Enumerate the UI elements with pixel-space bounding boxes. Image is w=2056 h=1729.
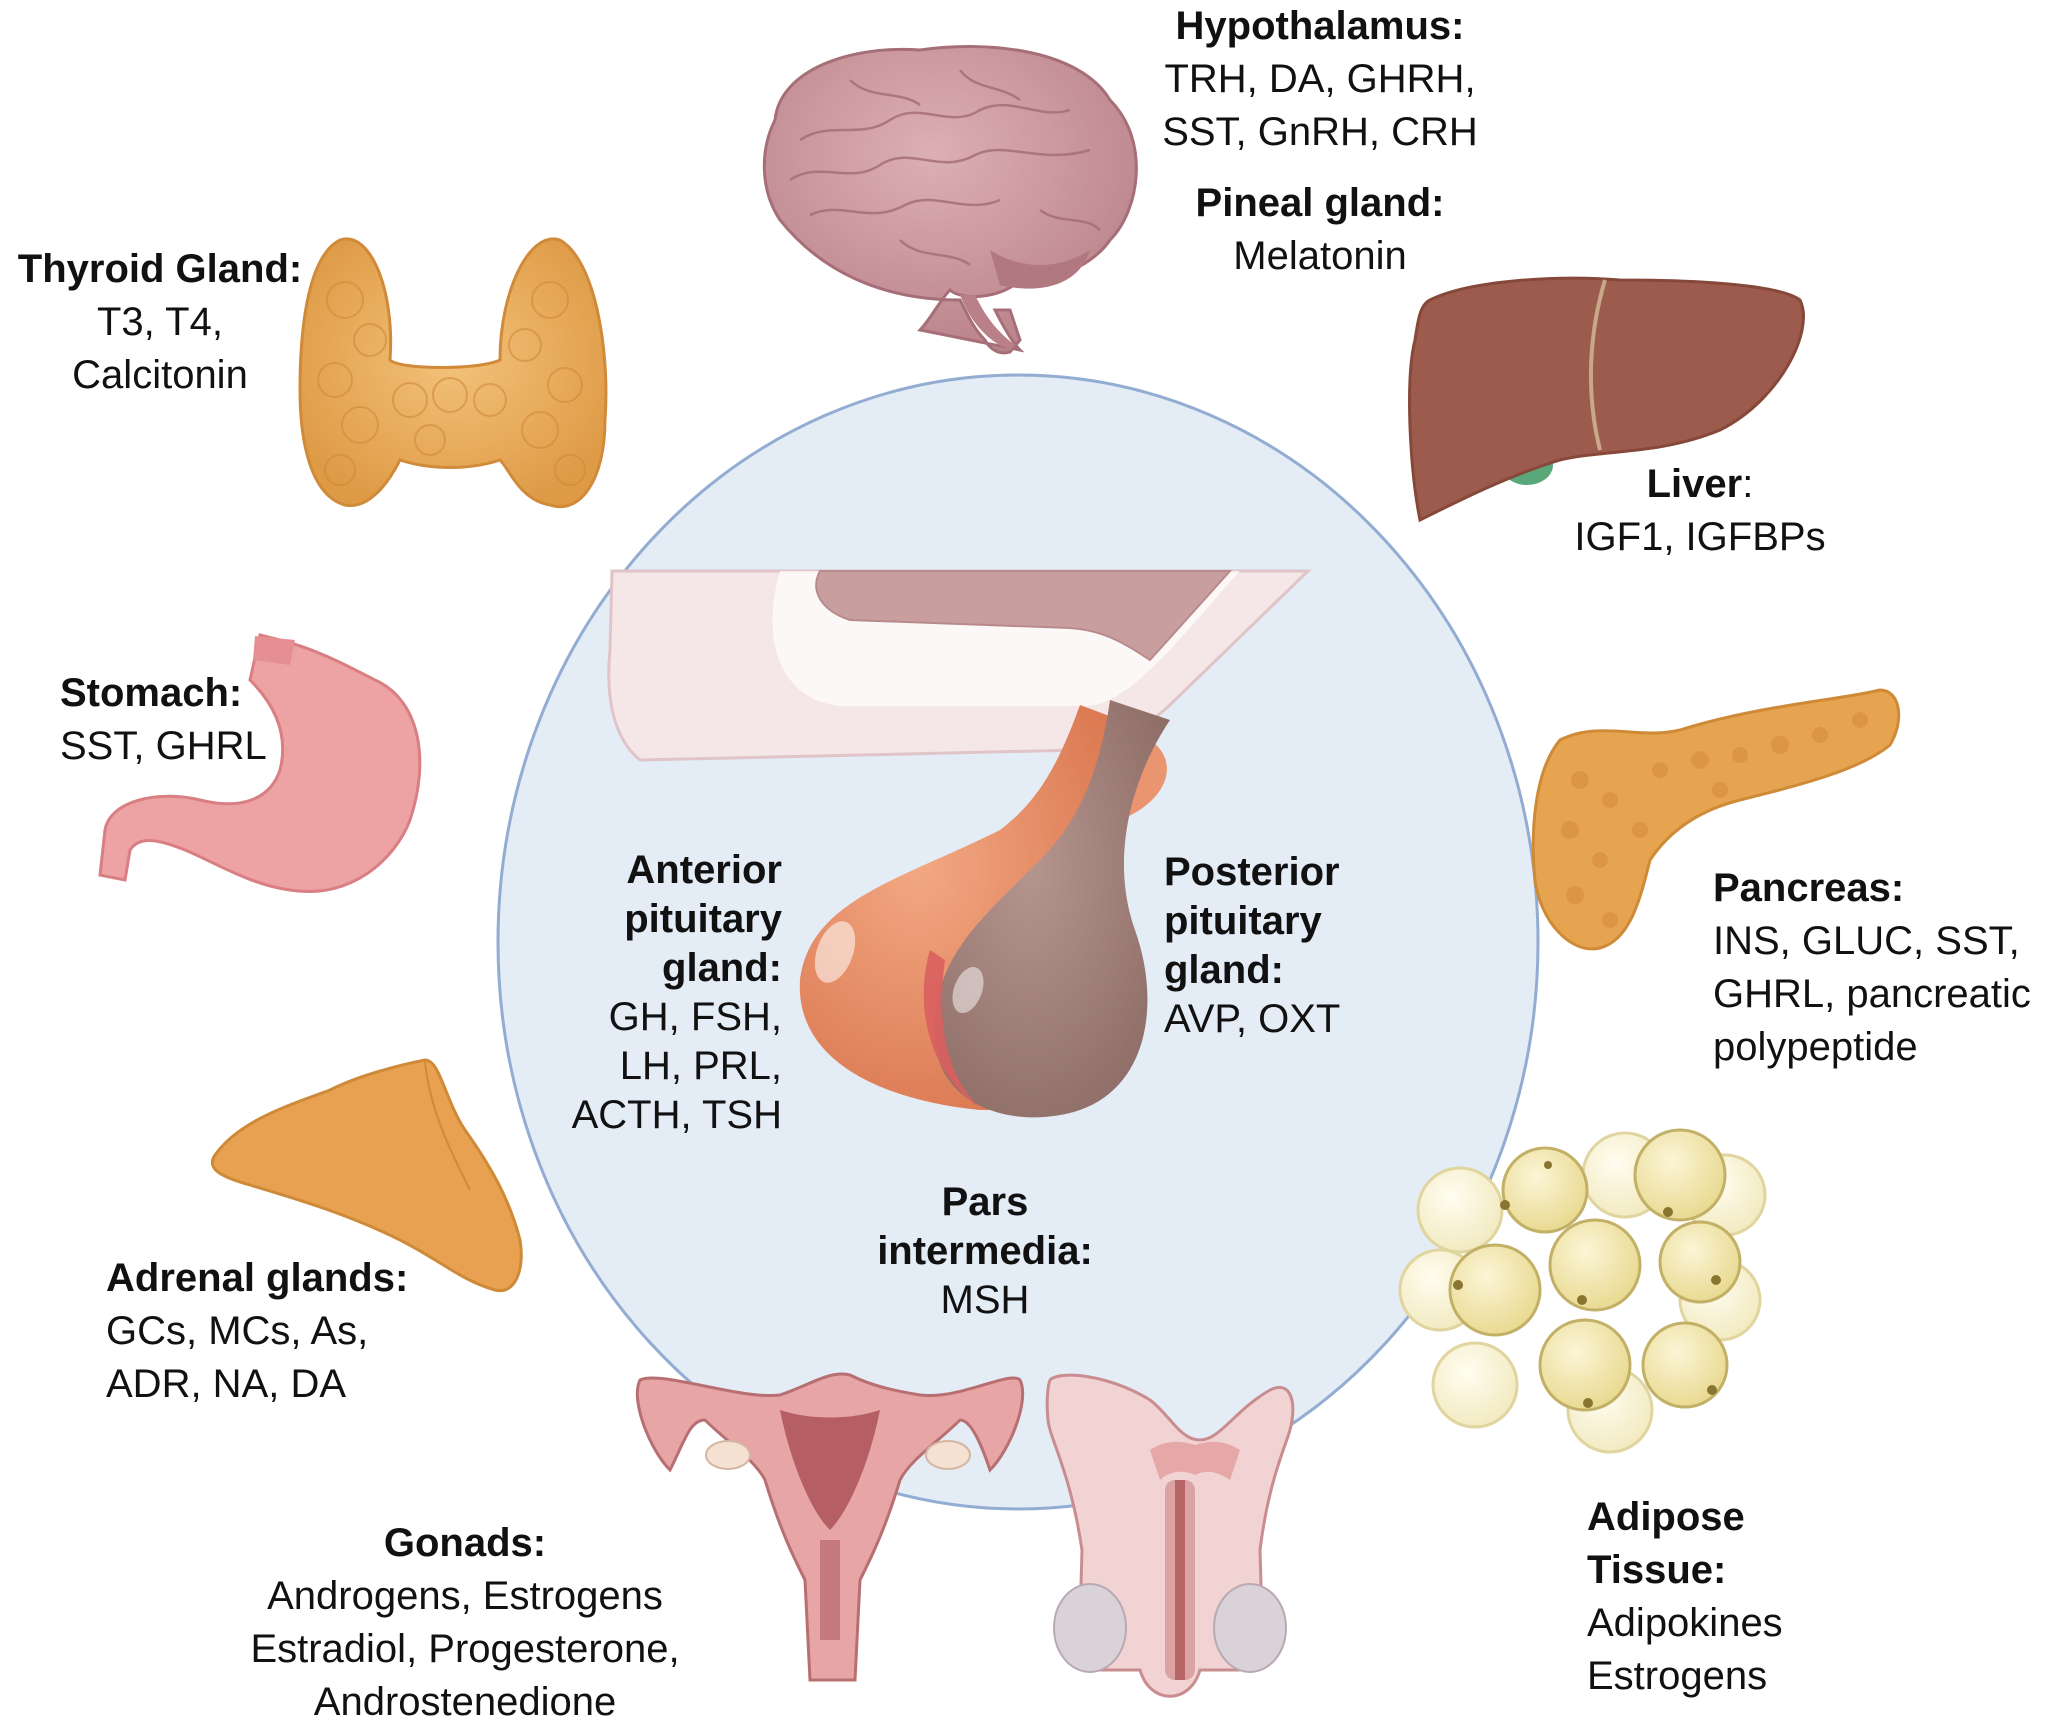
pars-intermedia-title-line-2: intermedia: bbox=[877, 1229, 1093, 1273]
stomach-label: Stomach: SST, GHRL bbox=[60, 667, 267, 773]
adipose-hormones-line-1: Adipokines bbox=[1587, 1601, 1783, 1645]
thyroid-illustration bbox=[298, 237, 608, 509]
pancreas-hormones-line-3: polypeptide bbox=[1713, 1025, 1918, 1069]
adipose-tissue-title-line-1: Adipose bbox=[1587, 1495, 1745, 1539]
posterior-pituitary-title-line-1: Posterior bbox=[1164, 850, 1340, 894]
brain-illustration bbox=[762, 45, 1138, 355]
gonads-hormones-line-3: Androstenedione bbox=[313, 1680, 617, 1724]
pars-intermedia-hormones: MSH bbox=[940, 1278, 1030, 1322]
pineal-gland-hormones: Melatonin bbox=[1233, 234, 1407, 278]
anterior-pituitary-hormones-line-3: ACTH, TSH bbox=[571, 1093, 782, 1137]
pancreas-title: Pancreas: bbox=[1713, 866, 1905, 910]
posterior-pituitary-title-line-3: gland: bbox=[1164, 948, 1284, 992]
hypothalamus-hormones-line-1: TRH, DA, GHRH, bbox=[1164, 57, 1476, 101]
liver-hormones: IGF1, IGFBPs bbox=[1574, 515, 1826, 559]
male-reproductive-illustration bbox=[1045, 1373, 1295, 1698]
posterior-pituitary-title-line-2: pituitary bbox=[1164, 899, 1322, 943]
gonads-hormones-line-2: Estradiol, Progesterone, bbox=[250, 1627, 680, 1671]
female-reproductive-illustration bbox=[635, 1372, 1025, 1682]
stomach-hormones: SST, GHRL bbox=[60, 724, 267, 768]
adrenal-glands-label: Adrenal glands: GCs, MCs, As, ADR, NA, D… bbox=[106, 1252, 408, 1411]
thyroid-gland-label: Thyroid Gland: T3, T4, Calcitonin bbox=[0, 243, 320, 402]
liver-title-colon: : bbox=[1742, 462, 1754, 506]
pineal-gland-label: Pineal gland: Melatonin bbox=[1140, 177, 1500, 283]
anterior-pituitary-title-line-1: Anterior bbox=[626, 848, 782, 892]
stomach-illustration bbox=[98, 633, 422, 893]
pancreas-illustration bbox=[1531, 688, 1901, 951]
liver-illustration bbox=[1408, 276, 1805, 523]
pituitary-gland-illustration bbox=[607, 569, 1312, 1118]
stomach-title: Stomach: bbox=[60, 671, 243, 715]
anterior-pituitary-hormones-line-2: LH, PRL, bbox=[619, 1044, 782, 1088]
pars-intermedia-title-line-1: Pars bbox=[941, 1180, 1029, 1224]
liver-title: Liver bbox=[1646, 462, 1743, 506]
hypothalamus-label: Hypothalamus: TRH, DA, GHRH, SST, GnRH, … bbox=[1140, 0, 1500, 159]
pancreas-hormones-line-1: INS, GLUC, SST, bbox=[1713, 919, 2020, 963]
gonads-title: Gonads: bbox=[383, 1521, 547, 1565]
pancreas-label: Pancreas: INS, GLUC, SST, GHRL, pancreat… bbox=[1713, 862, 2031, 1074]
anterior-pituitary-label: Anterior pituitary gland: GH, FSH, LH, P… bbox=[560, 846, 782, 1140]
anterior-pituitary-hormones-line-1: GH, FSH, bbox=[608, 995, 782, 1039]
hypothalamus-title: Hypothalamus: bbox=[1175, 4, 1465, 48]
adrenal-gland-illustration bbox=[211, 1058, 523, 1293]
adipose-tissue-label: Adipose Tissue: Adipokines Estrogens bbox=[1587, 1491, 1783, 1703]
thyroid-gland-title: Thyroid Gland: bbox=[17, 247, 303, 291]
adipose-hormones-line-2: Estrogens bbox=[1587, 1654, 1768, 1698]
hypothalamus-hormones-line-2: SST, GnRH, CRH bbox=[1162, 110, 1478, 154]
pineal-gland-title: Pineal gland: bbox=[1195, 181, 1445, 225]
posterior-pituitary-hormones: AVP, OXT bbox=[1164, 997, 1341, 1041]
adipose-tissue-title-line-2: Tissue: bbox=[1587, 1548, 1727, 1592]
gonads-hormones-line-1: Androgens, Estrogens bbox=[267, 1574, 663, 1618]
adipose-tissue-illustration bbox=[1398, 1128, 1767, 1454]
thyroid-hormones-line-2: Calcitonin bbox=[72, 353, 248, 397]
pancreas-hormones-line-2: GHRL, pancreatic bbox=[1713, 972, 2031, 1016]
anterior-pituitary-title-line-3: gland: bbox=[662, 946, 782, 990]
thyroid-hormones-line-1: T3, T4, bbox=[97, 300, 223, 344]
liver-label: Liver: IGF1, IGFBPs bbox=[1540, 458, 1860, 564]
pars-intermedia-label: Pars intermedia: MSH bbox=[840, 1178, 1130, 1325]
gonads-label: Gonads: Androgens, Estrogens Estradiol, … bbox=[215, 1517, 715, 1729]
anterior-pituitary-title-line-2: pituitary bbox=[624, 897, 782, 941]
adrenal-hormones-line-2: ADR, NA, DA bbox=[106, 1362, 347, 1406]
posterior-pituitary-label: Posterior pituitary gland: AVP, OXT bbox=[1164, 848, 1340, 1044]
adrenal-glands-title: Adrenal glands: bbox=[106, 1256, 409, 1300]
adrenal-hormones-line-1: GCs, MCs, As, bbox=[106, 1309, 369, 1353]
